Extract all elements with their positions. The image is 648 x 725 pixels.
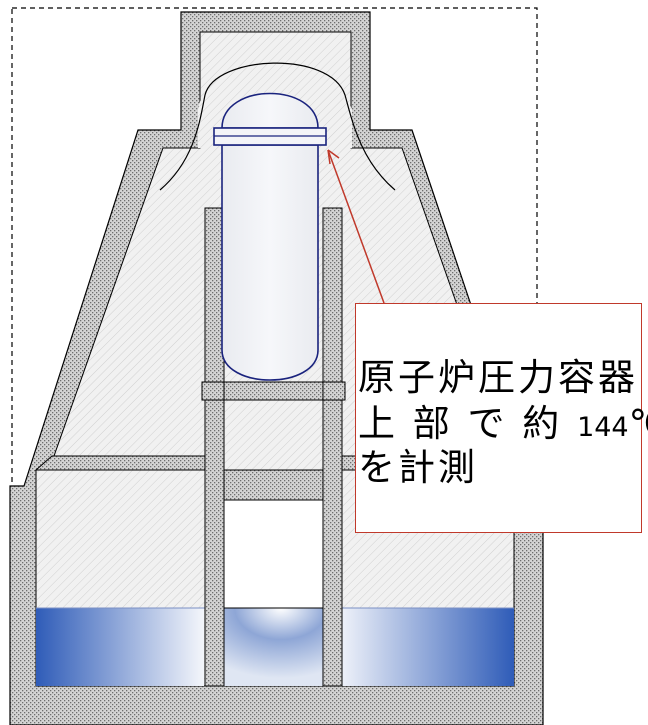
callout-prefix: 上 部 で 約 <box>358 402 563 445</box>
pedestal-opening-low <box>223 499 324 609</box>
callout-text-line3: を計測 <box>358 446 478 489</box>
callout-leader-line <box>327 149 385 304</box>
pedestal-columns <box>204 399 343 687</box>
temperature-value: 144 <box>577 412 629 443</box>
dome-curve <box>159 62 396 191</box>
callout-text-line2: 上 部 で 約 144℃ <box>358 404 648 448</box>
water-center <box>224 608 338 686</box>
pedestal-beam-lower <box>223 469 324 501</box>
reactor-pressure-vessel <box>221 144 319 381</box>
vessel-head <box>221 92 319 129</box>
callout-arrowhead <box>327 149 340 165</box>
temperature-unit: ℃ <box>629 402 648 445</box>
pedestal-beam-upper <box>223 381 324 401</box>
water-right <box>336 608 514 686</box>
temperature-callout-box <box>355 303 642 533</box>
callout-text-line1: 原子炉圧力容器 <box>358 356 638 399</box>
water-left <box>36 608 204 686</box>
pedestal-opening-mid <box>223 399 324 471</box>
